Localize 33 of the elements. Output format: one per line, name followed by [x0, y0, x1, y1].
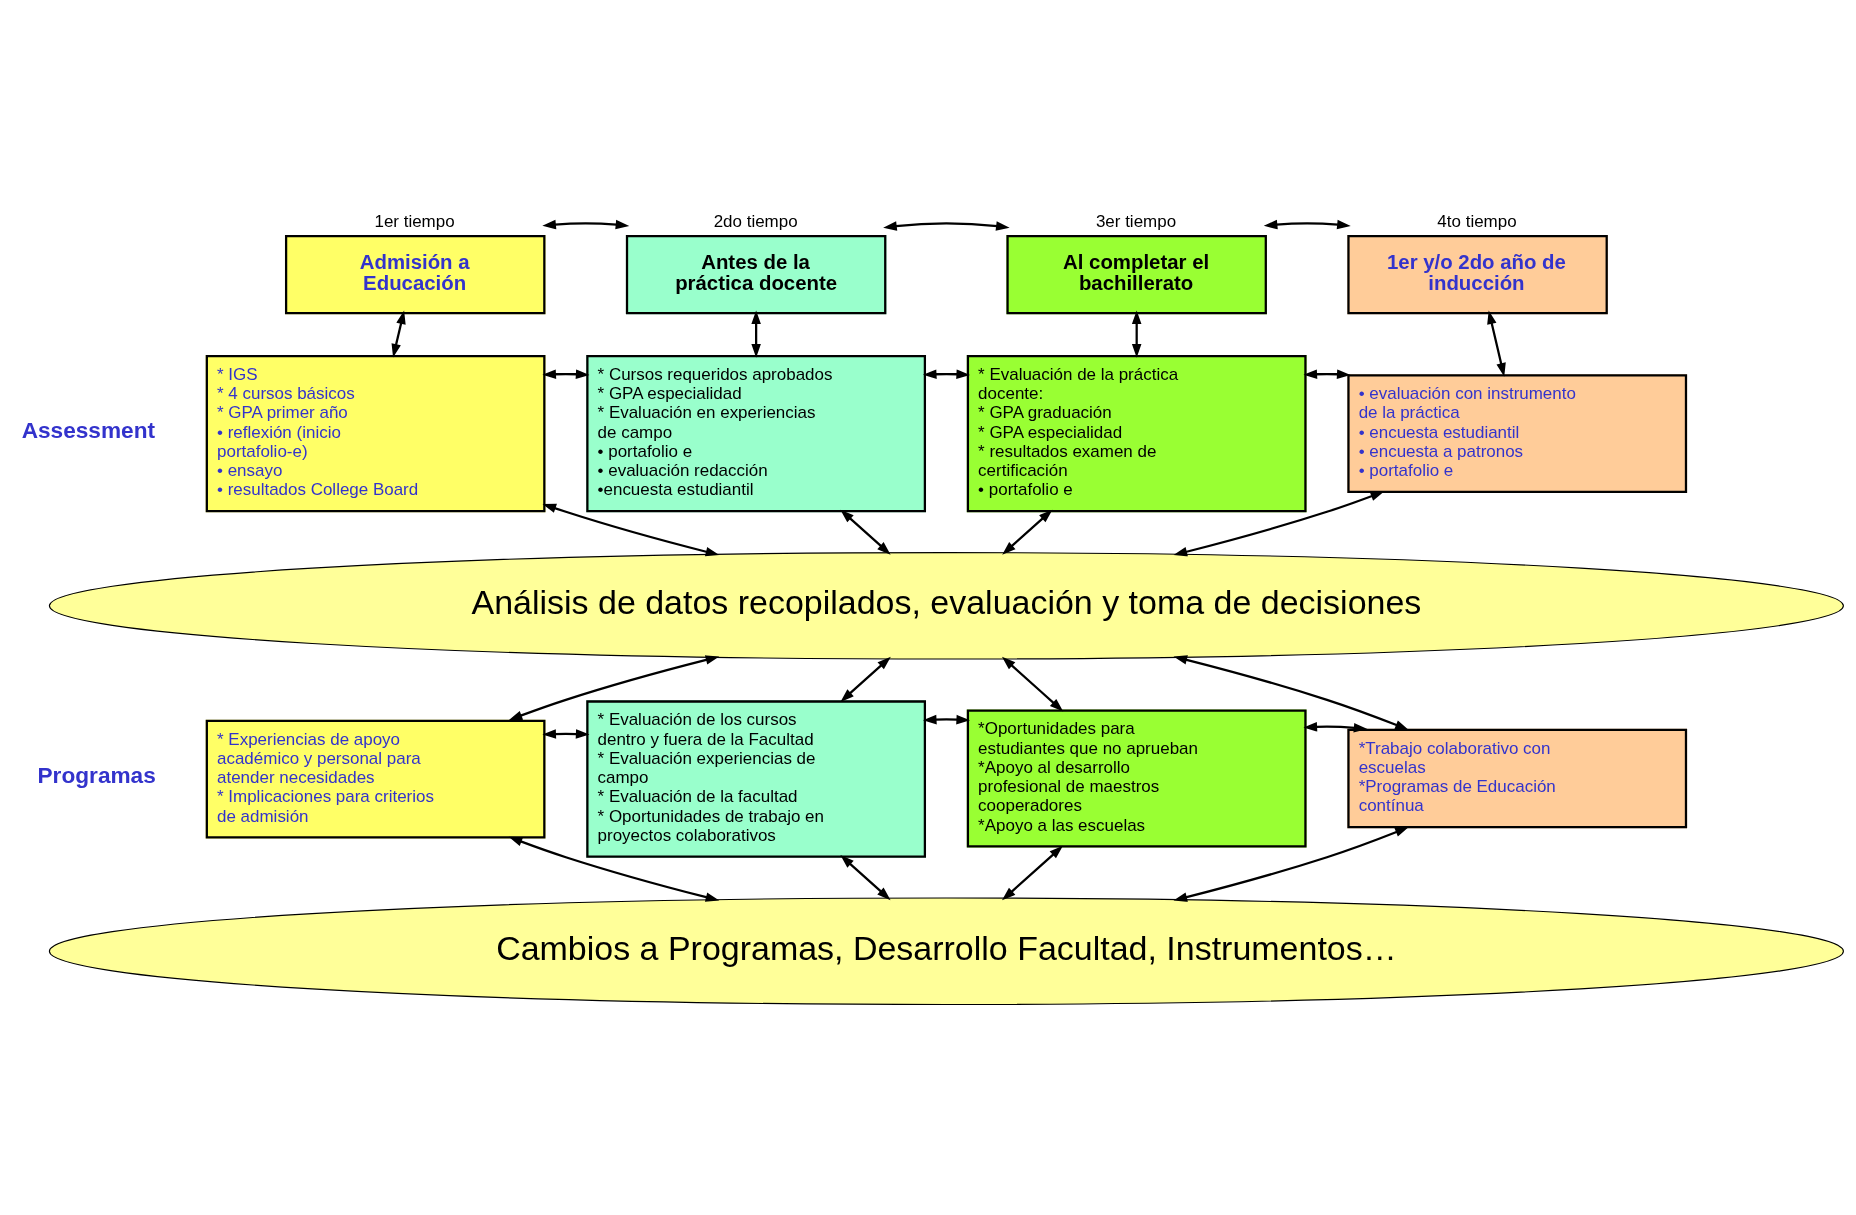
arrow — [883, 221, 1010, 231]
arrow — [1002, 509, 1053, 555]
node-label: 1er tiempo — [374, 211, 455, 231]
node-ellipse: Análisis de datos recopilados, evaluación y toma de decisiones — [48, 552, 1844, 660]
arrow — [1303, 369, 1351, 379]
arrow — [542, 729, 590, 739]
arrow — [1263, 219, 1351, 230]
arrow — [1173, 491, 1385, 557]
arrow — [508, 655, 720, 721]
arrow — [1002, 845, 1063, 901]
label: Programas — [37, 762, 156, 789]
arrow — [1001, 656, 1064, 712]
arrow — [1173, 827, 1409, 902]
arrow — [840, 855, 891, 901]
node-label: 4to tiempo — [1437, 211, 1517, 231]
arrow — [840, 656, 891, 702]
arrow — [922, 714, 971, 725]
arrow — [508, 836, 720, 902]
arrow — [840, 509, 891, 555]
arrow — [542, 369, 590, 379]
arrow — [391, 310, 406, 358]
arrow — [1173, 655, 1409, 730]
arrow — [1487, 310, 1506, 377]
arrow — [922, 369, 971, 379]
arrow — [542, 219, 630, 230]
node-label: 2do tiempo — [713, 211, 798, 231]
arrow — [542, 503, 720, 557]
arrow — [751, 310, 761, 358]
node-label: 3er tiempo — [1095, 211, 1177, 231]
arrow — [1303, 722, 1368, 733]
arrow — [1131, 310, 1142, 358]
label: Assessment — [21, 416, 156, 443]
node-ellipse: Cambios a Programas, Desarrollo Facultad, Instrumentos… — [48, 897, 1844, 1006]
